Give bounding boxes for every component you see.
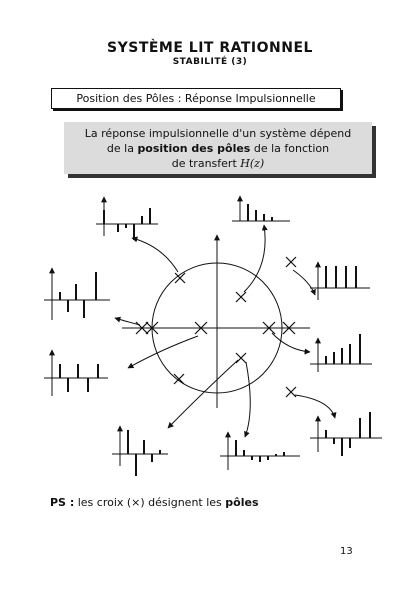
- pole-cross: [285, 256, 297, 268]
- footnote-bold: pôles: [225, 496, 259, 509]
- impulse-response-right-growing: [310, 334, 372, 372]
- impulse-response-bottom-left: [112, 425, 168, 476]
- pole-cross: [174, 272, 186, 284]
- pole-response-arrows: [114, 224, 337, 438]
- pole-cross: [262, 321, 276, 335]
- info-line-3: de transfert H(z): [171, 157, 265, 170]
- footnote: PS : les croix (×) désignent les pôles: [50, 496, 259, 509]
- info-line-2: de la position des pôles de la fonction: [106, 142, 330, 155]
- impulse-responses: [44, 195, 382, 476]
- z-plane: [122, 234, 310, 408]
- impulse-response-bottom-center: [220, 431, 300, 470]
- pole-cross: [145, 321, 159, 335]
- impulse-response-top-left: [96, 196, 158, 240]
- page-subtitle: STABILITÉ (3): [172, 57, 248, 67]
- footnote-label: PS :: [50, 496, 75, 509]
- pole-cross: [194, 321, 208, 335]
- impulse-response-bottom-right: [310, 412, 382, 456]
- info-line-1: La réponse impulsionnelle d'un système d…: [84, 127, 352, 140]
- poles: [135, 256, 297, 398]
- section-heading: Position des Pôles : Réponse Impulsionne…: [51, 88, 341, 109]
- pole-cross: [285, 386, 297, 398]
- info-box: La réponse impulsionnelle d'un système d…: [64, 122, 372, 174]
- page-number: 13: [340, 546, 353, 557]
- pole-cross: [173, 373, 185, 385]
- impulse-response-top-center: [232, 195, 290, 222]
- impulse-response-left-alternating: [44, 349, 108, 396]
- impulse-response-left-growing-alternating: [44, 267, 110, 320]
- transfer-function-symbol: H(z): [240, 157, 265, 170]
- page-title: SYSTÈME LIT RATIONNEL: [107, 40, 313, 56]
- pole-cross: [235, 352, 247, 364]
- pole-cross: [235, 291, 247, 303]
- info-bold-text: position des pôles: [137, 142, 251, 155]
- pole-cross: [282, 321, 296, 335]
- impulse-response-right-constant: [310, 261, 370, 300]
